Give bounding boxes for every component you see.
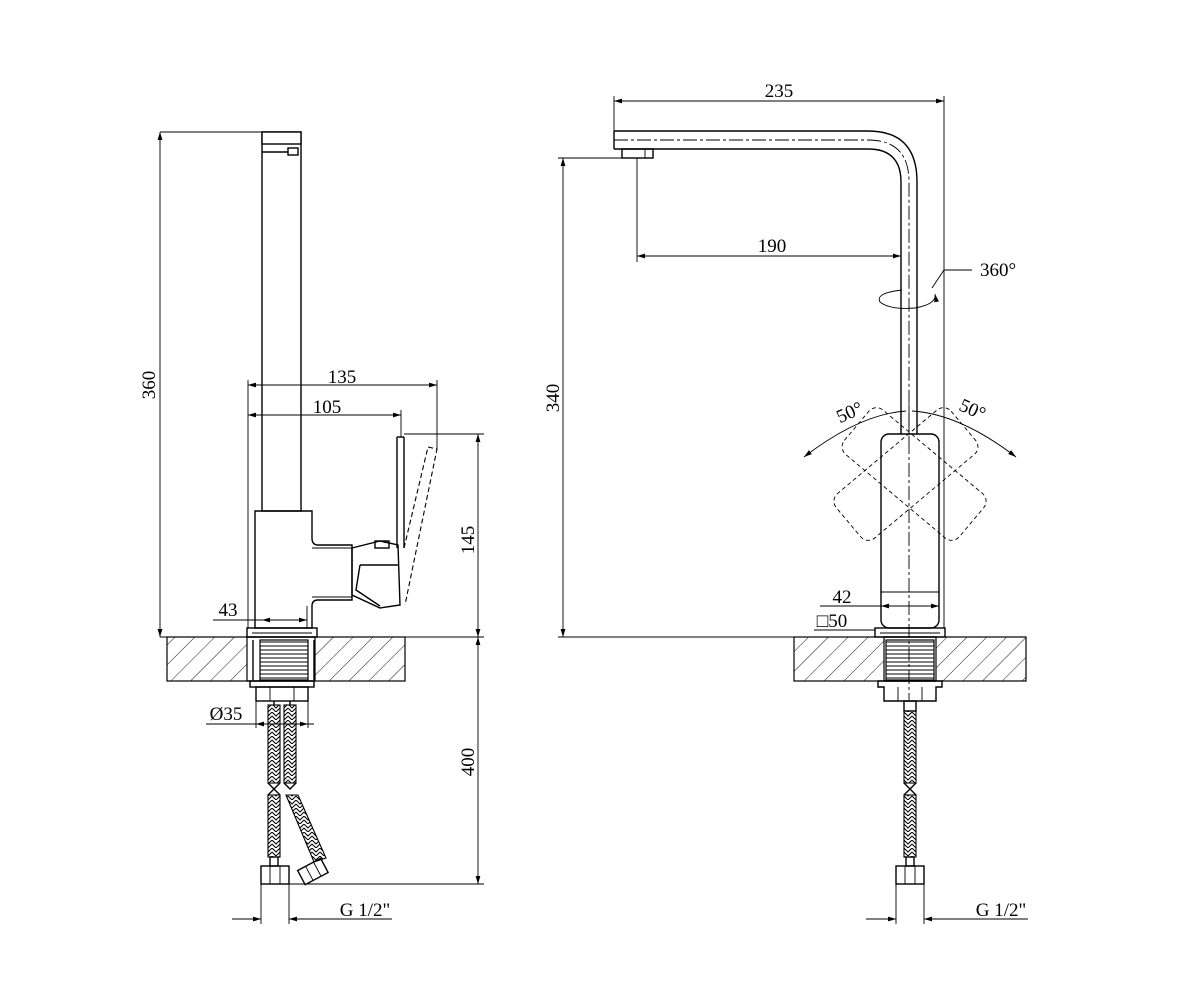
dim-spout-height-340: 340 (543, 157, 875, 638)
mounting-nut (249, 680, 315, 702)
dim-height-label: 360 (139, 371, 160, 400)
dim-43-label: 43 (219, 600, 238, 621)
spout-front (613, 130, 918, 440)
handle-side (351, 436, 438, 609)
dim-hose-length-400: 400 (289, 636, 484, 885)
dim-body-width-42: 42 (820, 587, 940, 610)
angle-arcs: 50° 50° (803, 395, 1017, 458)
dim-g12-right-label: G 1/2" (976, 900, 1027, 921)
countertop-left (166, 636, 406, 682)
threaded-shank (259, 639, 309, 681)
spout-side (261, 131, 302, 512)
threaded-shank-front (885, 639, 935, 681)
dim-handle-reach-135: 135 (248, 367, 438, 450)
dim-400-label: 400 (458, 748, 479, 777)
dim-spout-reach-235: 235 (613, 81, 945, 628)
base-flange (246, 627, 318, 638)
dim-42-label: 42 (833, 587, 852, 608)
dim-body-width-43: 43 (213, 600, 308, 628)
dim-105-label: 105 (313, 397, 342, 418)
dim-d35-label: Ø35 (210, 704, 243, 725)
cartridge-body (254, 510, 353, 629)
dim-235-label: 235 (765, 81, 794, 102)
dim-thread-diameter: Ø35 (206, 701, 314, 728)
front-view: 360° 50° 50° 235 190 340 (543, 81, 1028, 924)
dim-connector-right: G 1/2" (866, 884, 1028, 924)
dim-base-square-50: □50 (814, 611, 875, 632)
lever-positions (833, 407, 987, 541)
supply-hose-front (895, 700, 925, 885)
dim-50-left-label: 50° (833, 398, 866, 428)
dim-spout-reach-190: 190 (636, 158, 901, 262)
dim-connector-left: G 1/2" (232, 884, 392, 924)
dim-sq50-label: □50 (817, 611, 847, 632)
dim-50-right-label: 50° (956, 395, 989, 425)
supply-hoses (260, 701, 330, 886)
dim-340-label: 340 (543, 384, 564, 413)
dim-handle-height-145: 145 (404, 433, 484, 637)
dim-360-label: 360° (980, 260, 1016, 281)
dim-190-label: 190 (758, 236, 787, 257)
body-front (880, 433, 940, 629)
mounting-nut-front (877, 680, 943, 702)
countertop-right (793, 636, 1027, 682)
rotation-indicator: 360° (878, 260, 1016, 309)
dim-body-reach-105: 105 (247, 380, 402, 628)
base-front (874, 627, 946, 638)
dim-height-360: 360 (139, 131, 262, 638)
dim-135-label: 135 (328, 367, 357, 388)
dim-g12-left-label: G 1/2" (340, 900, 391, 921)
side-view: 360 135 105 145 43 (139, 131, 484, 924)
dim-145-label: 145 (458, 526, 479, 555)
